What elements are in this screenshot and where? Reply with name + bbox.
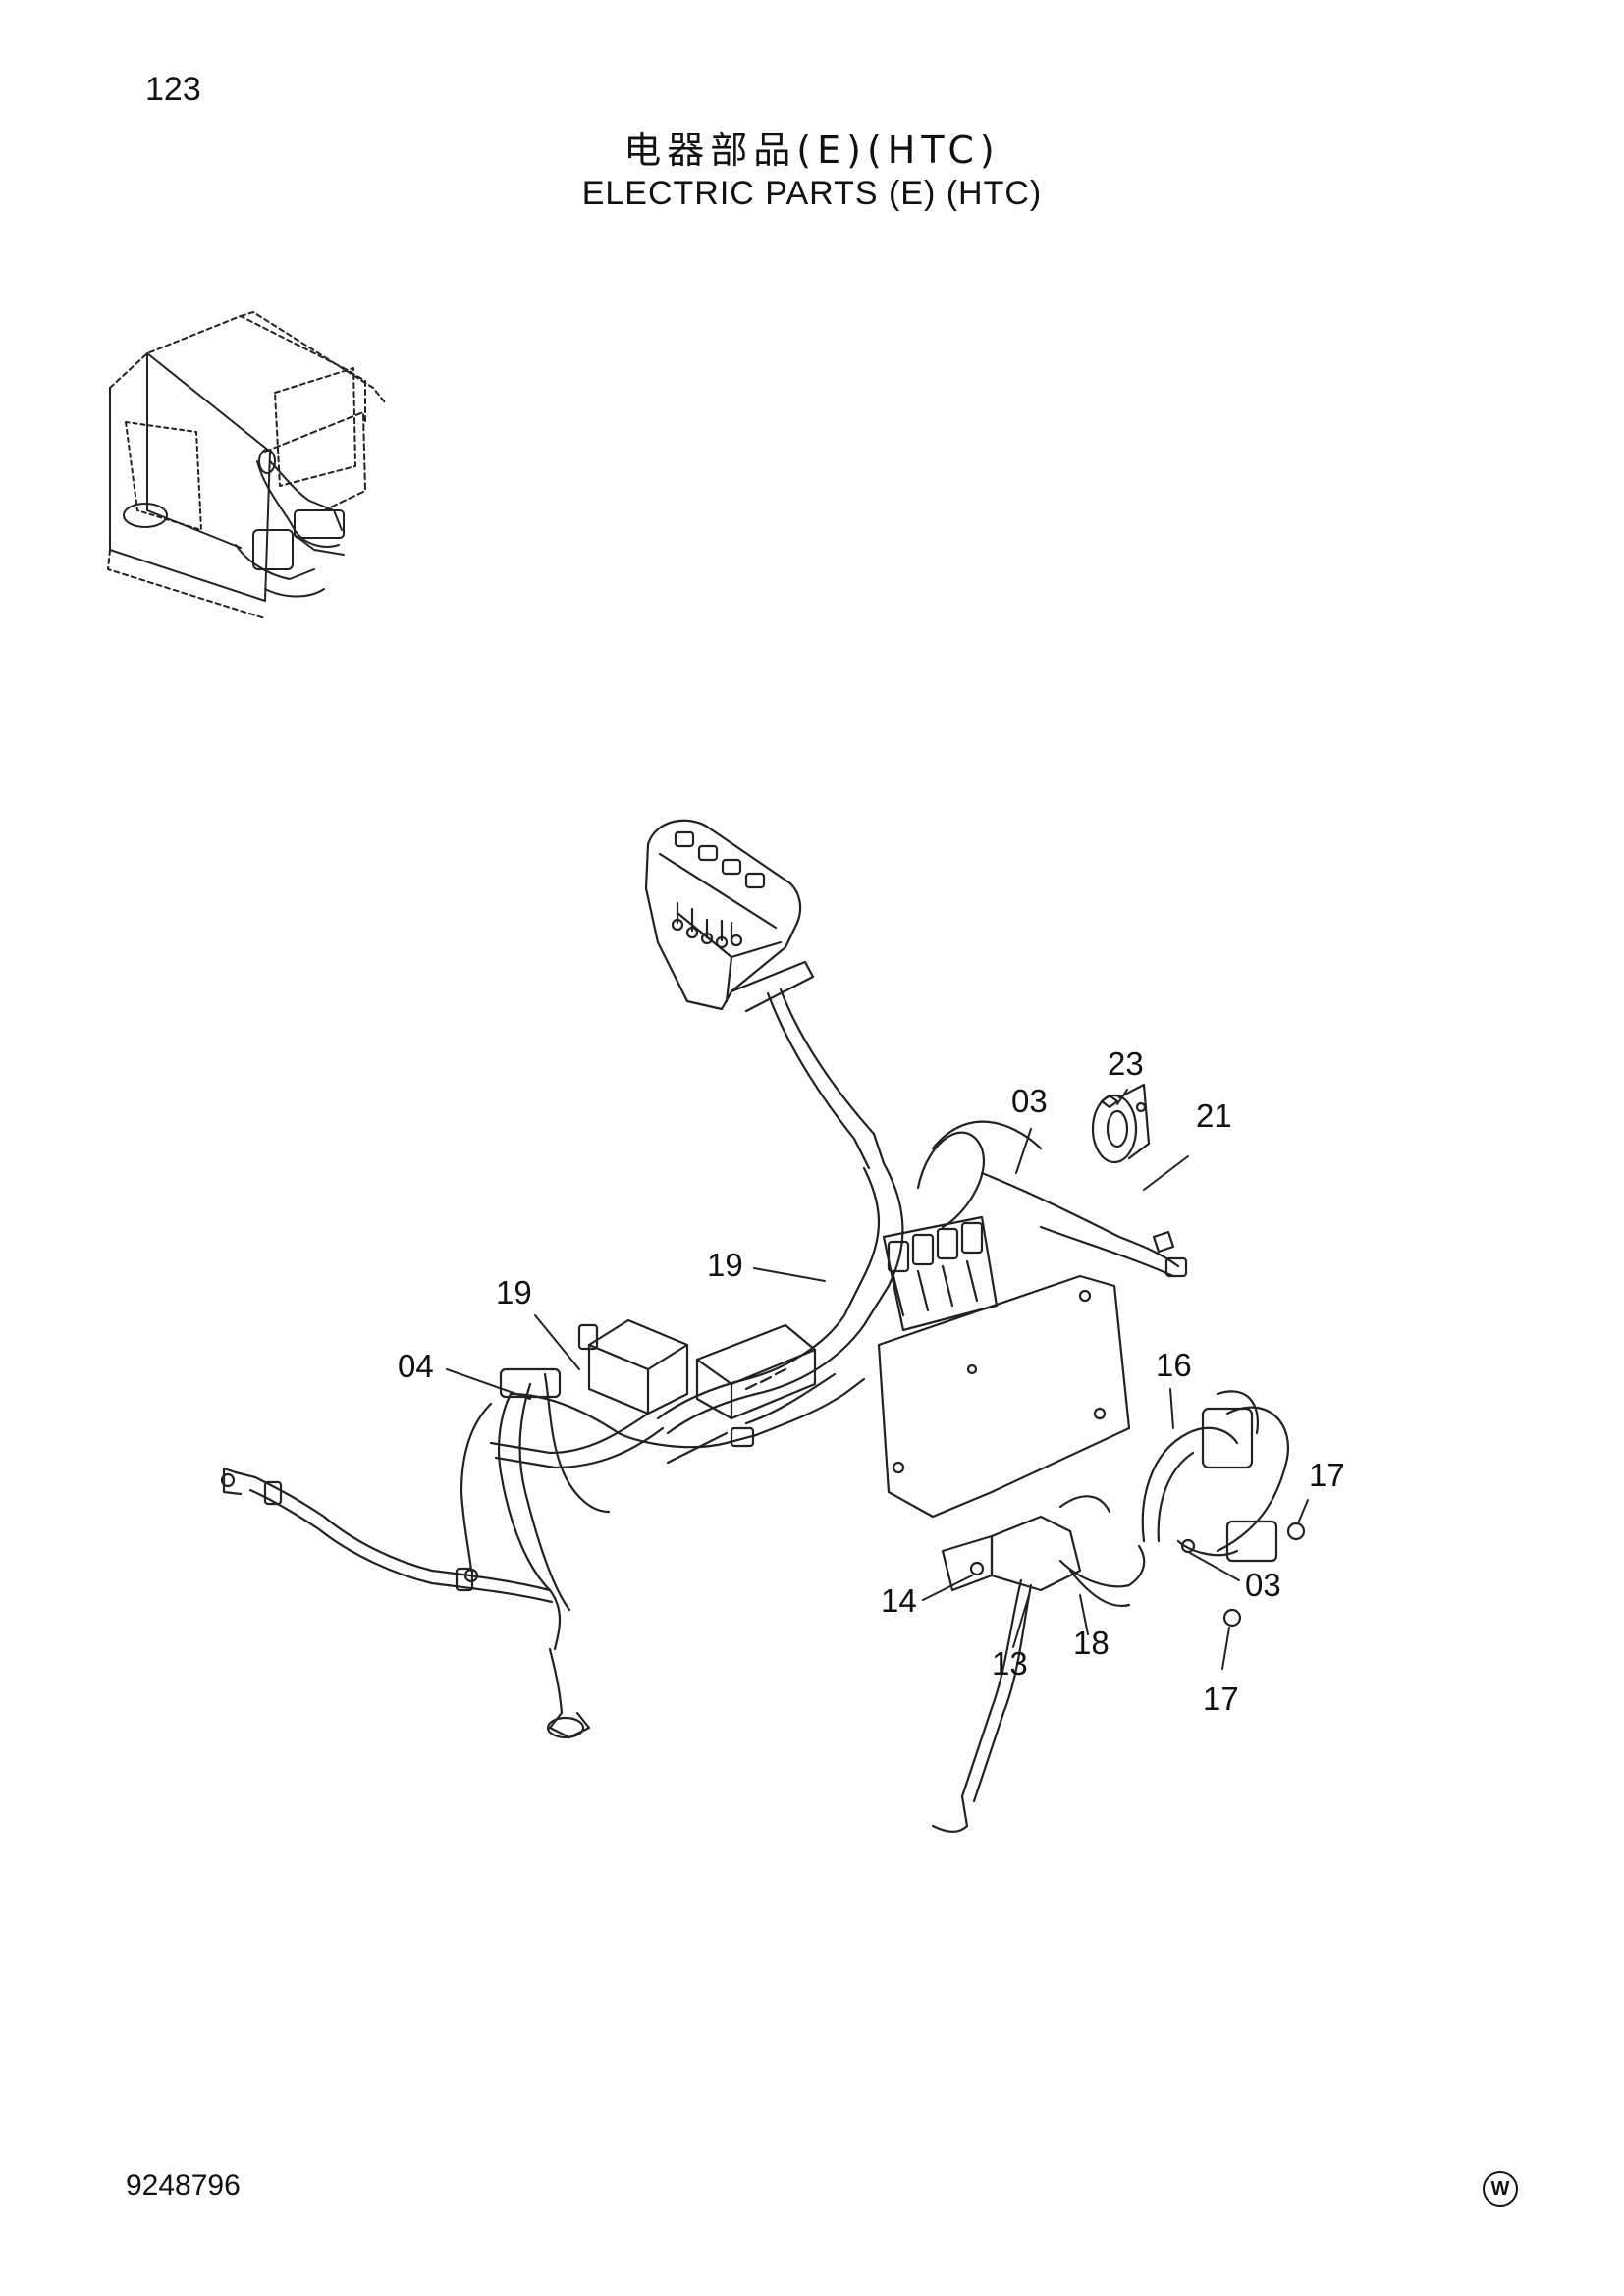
document-number: 9248796 bbox=[126, 2169, 241, 2202]
w-mark: W bbox=[1483, 2171, 1518, 2207]
callout-18: 18 bbox=[1073, 1625, 1110, 1661]
callout-19-left: 19 bbox=[496, 1274, 532, 1310]
left-wire-harness bbox=[220, 1367, 866, 1739]
small-parts bbox=[969, 1094, 1306, 1628]
title-english: ELECTRIC PARTS (E) (HTC) bbox=[581, 175, 1043, 212]
callout-04: 04 bbox=[398, 1348, 434, 1384]
callout-19-center: 19 bbox=[707, 1247, 743, 1283]
callout-23: 23 bbox=[1108, 1045, 1144, 1082]
callout-03-top: 03 bbox=[1011, 1083, 1048, 1119]
left-controller-box bbox=[577, 1318, 817, 1420]
callout-13: 13 bbox=[992, 1645, 1028, 1682]
title-chinese: 电器部品(E)(HTC) bbox=[623, 129, 1001, 172]
callout-17-right: 17 bbox=[1309, 1457, 1345, 1493]
leader-lines bbox=[446, 1089, 1309, 1670]
horn bbox=[1091, 1083, 1151, 1164]
callout-17-bottom: 17 bbox=[1203, 1681, 1239, 1717]
cab-thumbnail bbox=[107, 311, 386, 619]
callout-16: 16 bbox=[1156, 1347, 1192, 1383]
lower-wire-harness bbox=[931, 1495, 1146, 1833]
callout-03-right: 03 bbox=[1245, 1567, 1281, 1603]
right-harness-connectors bbox=[1141, 1390, 1289, 1563]
monitor-panel bbox=[644, 819, 815, 1013]
callout-21: 21 bbox=[1196, 1097, 1232, 1134]
main-wire-harness bbox=[489, 988, 1188, 1469]
mounting-plate bbox=[877, 1274, 1131, 1519]
page-number: 123 bbox=[145, 71, 201, 108]
callout-14: 14 bbox=[881, 1582, 917, 1619]
